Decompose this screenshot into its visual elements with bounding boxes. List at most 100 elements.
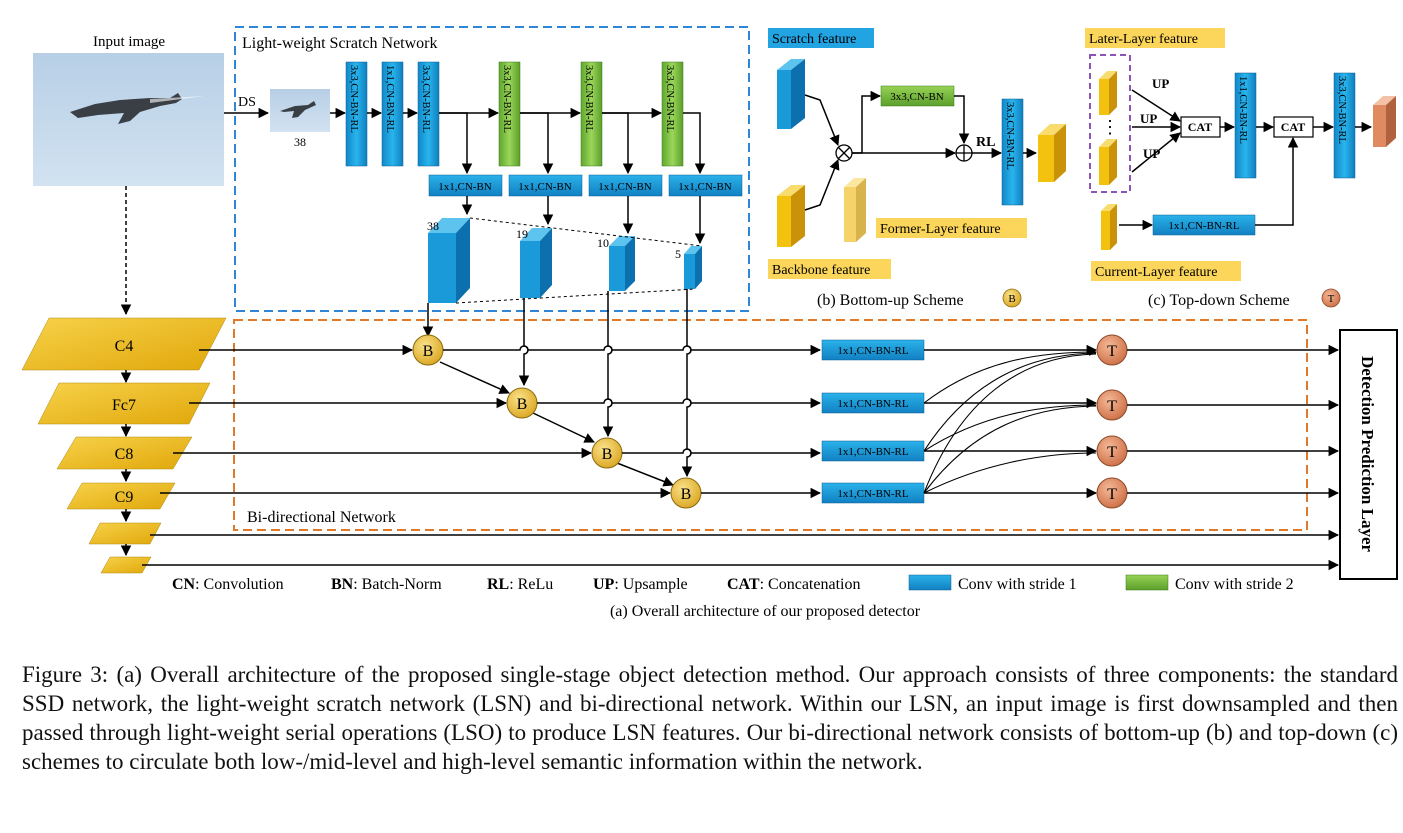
lsn-proj-1-label: 1x1,CN-BN xyxy=(438,181,492,193)
up-label-3: UP xyxy=(1143,146,1160,161)
lsn-proj-3-label: 1x1,CN-BN xyxy=(598,181,652,193)
top-down-conv-1-label: 1x1,CN-BN-RL xyxy=(1237,76,1248,144)
b-node-3-label: B xyxy=(602,446,613,463)
later-layer-block-2 xyxy=(1099,139,1117,185)
backbone-feature-highlight xyxy=(768,259,891,279)
small-size-label: 38 xyxy=(294,135,306,149)
input-image xyxy=(33,53,224,186)
top-down-conv-2 xyxy=(1333,72,1356,179)
lsn-conv-6 xyxy=(661,61,684,167)
lsn-feature-19 xyxy=(520,228,552,298)
lsn-proj-3 xyxy=(588,174,663,197)
architecture-figure: Input image Light-weight Scratch Network… xyxy=(21,26,1398,620)
backbone-feature-block xyxy=(777,185,805,247)
scratch-feature-block xyxy=(777,59,805,129)
scratch-feature-highlight xyxy=(768,28,874,48)
top-down-links xyxy=(923,348,1097,494)
detection-prediction-label: Detection Prediction Layer xyxy=(1358,356,1377,553)
b-node-2-label: B xyxy=(517,396,528,413)
legend-stride1-label: Conv with stride 1 xyxy=(958,576,1077,593)
scratch-feature-label: Scratch feature xyxy=(772,32,856,47)
lsn-conv-1 xyxy=(345,61,368,167)
current-layer-label: Current-Layer feature xyxy=(1095,265,1217,280)
backbone-extra-2 xyxy=(100,556,152,574)
top-down-caption: (c) Top-down Scheme xyxy=(1148,292,1290,309)
cat-label-2: CAT xyxy=(1281,120,1305,134)
former-layer-label: Former-Layer feature xyxy=(880,222,1001,237)
b-badge xyxy=(1002,288,1022,308)
lsn-conv-2-label: 1x1,CN-BN-RL xyxy=(384,65,395,133)
feature-size-10: 10 xyxy=(597,236,609,250)
lsn-conv-4 xyxy=(498,61,521,167)
detection-prediction-layer xyxy=(1339,329,1398,580)
b-node-4-label: B xyxy=(681,486,692,503)
feature-size-19: 19 xyxy=(516,227,528,241)
t-node-4-label: T xyxy=(1107,486,1117,503)
up-label-1: UP xyxy=(1152,76,1169,91)
lsn-conv-5-label: 3x3,CN-BN-RL xyxy=(583,65,594,133)
bidir-box xyxy=(233,319,1308,531)
backbone-c9 xyxy=(66,482,176,510)
former-layer-block xyxy=(844,178,866,242)
lsn-conv-1-label: 3x3,CN-BN-RL xyxy=(348,65,359,133)
backbone-c8 xyxy=(56,436,193,470)
feature-size-5: 5 xyxy=(675,247,681,261)
bottom-up-conv-green-label: 3x3,CN-BN xyxy=(890,91,944,103)
legend-item-rl: RL: ReLu xyxy=(487,576,553,593)
bottom-up-output-block xyxy=(1038,124,1066,182)
current-layer-highlight xyxy=(1091,261,1241,281)
td-conv-3-label: 1x1,CN-BN-RL xyxy=(837,446,908,458)
bottom-up-conv-vertical xyxy=(1001,98,1024,206)
current-layer-block xyxy=(1101,204,1117,250)
t-badge-label: T xyxy=(1328,293,1335,305)
lsn-feature-38 xyxy=(428,218,470,303)
backbone-c9-label: C9 xyxy=(115,489,134,506)
lsn-section: Input image Light-weight Scratch Network… xyxy=(33,26,750,312)
lsn-conv-3-label: 3x3,CN-BN-RL xyxy=(420,65,431,133)
legend-item-cat: CAT: Concatenation xyxy=(727,576,860,593)
main-pipeline: C4 Fc7 C8 C9 Bi-directional Network xyxy=(21,186,1398,580)
figure-caption: Figure 3: (a) Overall architecture of th… xyxy=(22,662,1398,774)
lsn-feature-5 xyxy=(684,246,702,289)
td-conv-1-label: 1x1,CN-BN-RL xyxy=(837,345,908,357)
ds-label: DS xyxy=(238,95,256,110)
lsn-box xyxy=(234,26,750,312)
lsn-proj-4-label: 1x1,CN-BN xyxy=(678,181,732,193)
lsn-proj-1 xyxy=(428,174,503,197)
cat-label-1: CAT xyxy=(1188,120,1212,134)
backbone-c4 xyxy=(21,317,227,371)
bottom-up-scheme: Scratch feature Backbone feature Former-… xyxy=(768,28,1066,309)
input-image-label: Input image xyxy=(93,34,165,50)
top-down-conv-h-label: 1x1,CN-BN-RL xyxy=(1168,220,1239,232)
legend-item-cn: CN: Convolution xyxy=(172,576,284,593)
legend-swatch-stride1 xyxy=(908,574,952,591)
lsn-conv-6-label: 3x3,CN-BN-RL xyxy=(664,65,675,133)
legend-item-bn: BN: Batch-Norm xyxy=(331,576,442,593)
bidir-title: Bi-directional Network xyxy=(247,509,396,526)
t-node-3-label: T xyxy=(1107,444,1117,461)
backbone-c4-label: C4 xyxy=(115,338,134,355)
backbone-fc7-label: Fc7 xyxy=(112,397,136,414)
lsn-conv-2 xyxy=(381,61,404,167)
up-label-2: UP xyxy=(1140,111,1157,126)
t-badge xyxy=(1321,288,1341,308)
legend-swatch-stride2 xyxy=(1125,574,1169,591)
lsn-proj-4 xyxy=(668,174,743,197)
backbone-feature-label: Backbone feature xyxy=(772,263,870,278)
t-node-1-label: T xyxy=(1107,343,1117,360)
td-conv-4-label: 1x1,CN-BN-RL xyxy=(837,488,908,500)
lsn-proj-2 xyxy=(508,174,583,197)
top-down-conv-2-label: 3x3,CN-BN-RL xyxy=(1336,76,1347,144)
lsn-proj-2-label: 1x1,CN-BN xyxy=(518,181,572,193)
later-layer-highlight xyxy=(1085,28,1225,48)
backbone-extra-1 xyxy=(88,522,162,545)
legend: CN: Convolution BN: Batch-Norm RL: ReLu … xyxy=(172,574,1294,620)
lsn-feature-10 xyxy=(609,236,635,291)
top-down-scheme: Later-Layer feature ⋮ UP UP UP CAT 1x1,C… xyxy=(1085,28,1396,309)
feature-size-38: 38 xyxy=(427,219,439,233)
td-conv-2-label: 1x1,CN-BN-RL xyxy=(837,398,908,410)
backbone-c8-label: C8 xyxy=(115,446,134,463)
bottom-up-caption: (b) Bottom-up Scheme xyxy=(817,292,964,309)
former-layer-highlight xyxy=(876,218,1027,238)
top-down-conv-1 xyxy=(1234,72,1257,179)
